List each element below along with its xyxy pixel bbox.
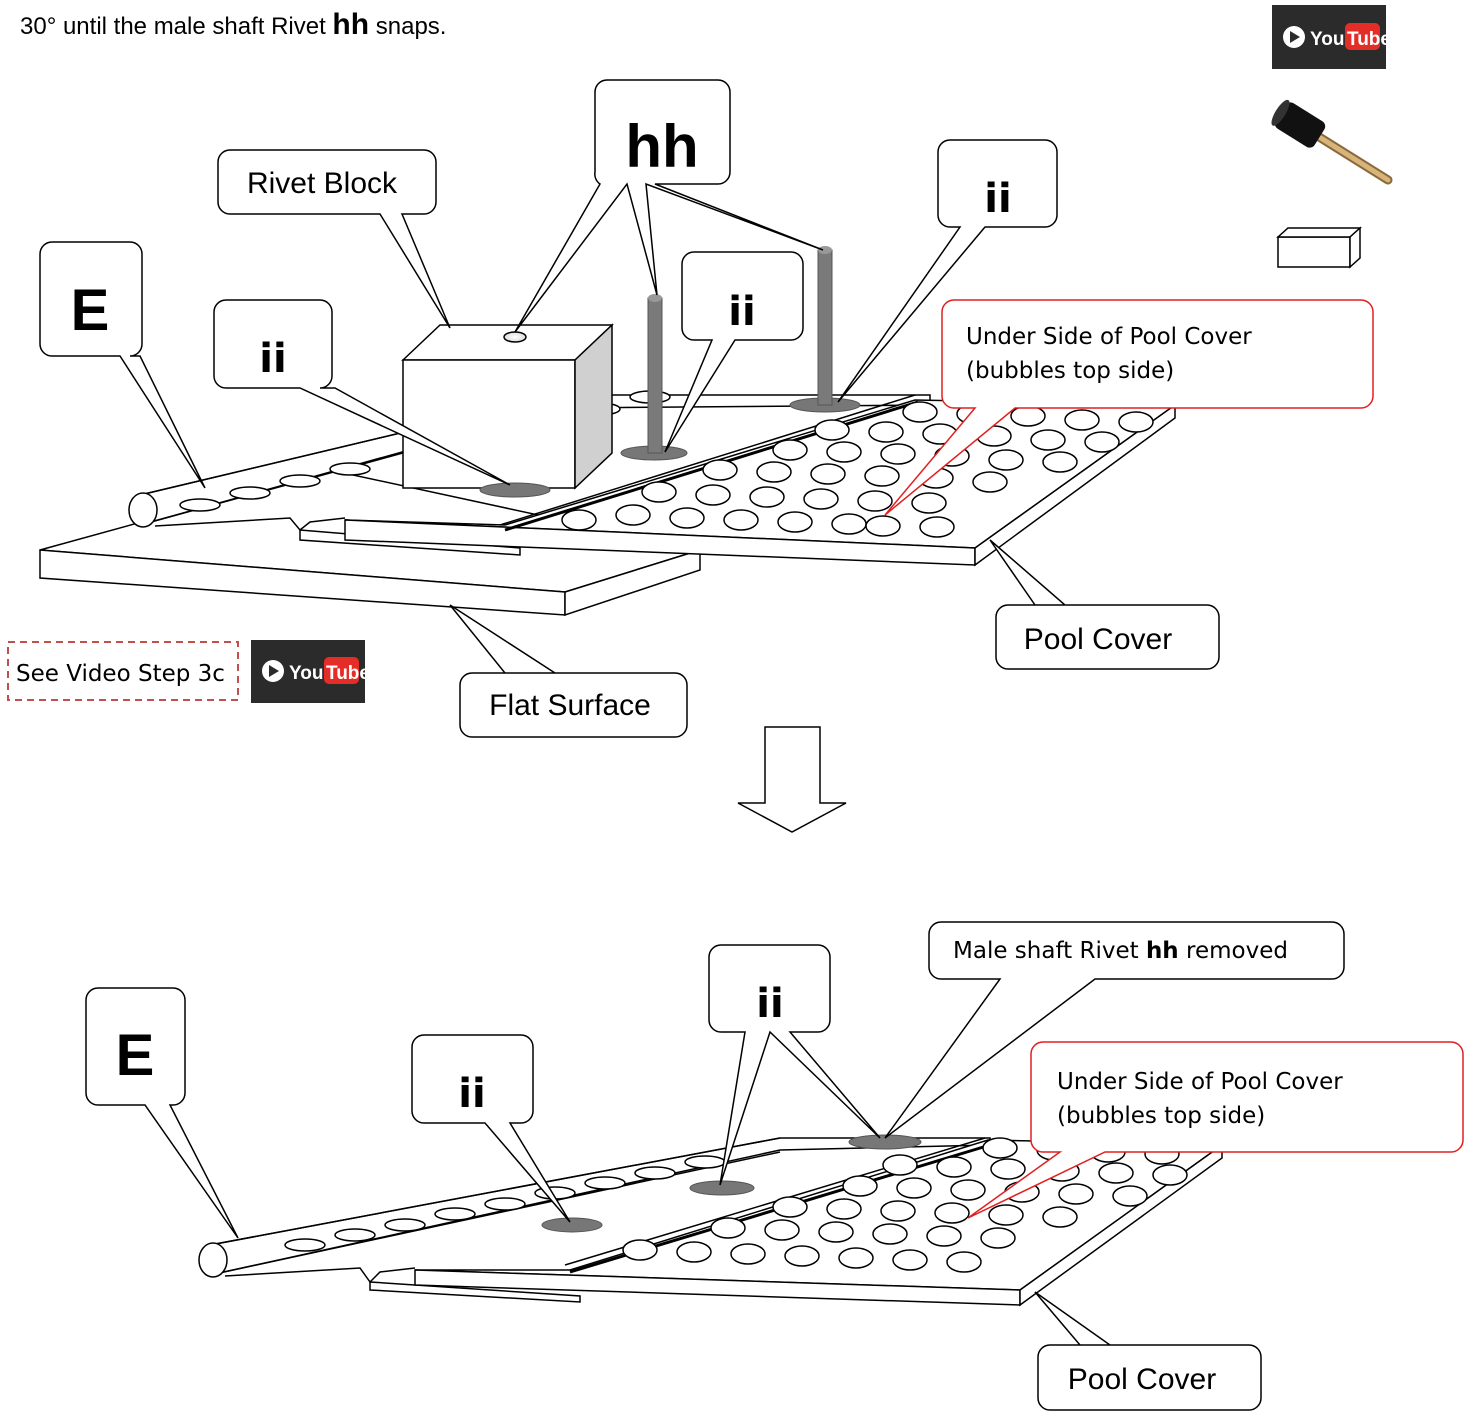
label-removed-pre: Male shaft Rivet [953, 938, 1146, 964]
callout-rivet-block: Rivet Block [217, 149, 451, 329]
see-video-text: See Video Step 3c [16, 661, 225, 687]
rivet-hole [503, 331, 527, 343]
callout-e-top: E [39, 241, 206, 489]
callout-ii-left-bottom: ii [411, 1034, 571, 1223]
rivet-block-icon [1276, 226, 1362, 269]
callout-ii-mid-bottom: ii [708, 944, 881, 1186]
instruction-post: snaps. [369, 13, 447, 40]
callout-e-bottom: E [85, 987, 239, 1239]
label-removed: Male shaft Rivet hh removed [953, 938, 1288, 964]
callout-ii-right-top: ii [837, 139, 1058, 403]
youtube-badge-top[interactable]: You Tube [1272, 5, 1391, 69]
label-rivet-block: Rivet Block [247, 167, 398, 200]
label-underside-top-line2: (bubbles top side) [966, 358, 1174, 384]
youtube-tube-text: Tube [326, 663, 370, 684]
rivet-shaft-right [789, 246, 861, 413]
label-underside-top-line1: Under Side of Pool Cover [966, 324, 1252, 350]
callout-pool-cover-top: Pool Cover [989, 539, 1220, 670]
rivet-shaft-mid [620, 294, 688, 461]
mallet-icon [1271, 99, 1393, 185]
callout-flat-surface: Flat Surface [449, 604, 688, 738]
instruction-text: 30° until the male shaft Rivet hh snaps. [20, 8, 446, 42]
pool-cover-bottom [414, 1137, 1225, 1307]
rivet-block [401, 323, 614, 490]
label-pool-cover-bottom: Pool Cover [1068, 1363, 1216, 1396]
rivet-base-left [479, 482, 551, 498]
callout-ii-mid-top: ii [664, 251, 804, 453]
rivet-base-bottom-right [848, 1134, 922, 1150]
down-arrow-icon [737, 726, 847, 833]
label-removed-post: removed [1179, 938, 1288, 964]
label-ii-mid-bottom: ii [756, 981, 783, 1027]
callout-hh: hh [514, 79, 824, 333]
callout-pool-cover-bottom: Pool Cover [1034, 1291, 1262, 1411]
see-video-link[interactable]: See Video Step 3c [7, 641, 239, 701]
label-underside-bottom-line1: Under Side of Pool Cover [1057, 1069, 1343, 1095]
rivet-base-bottom-mid [689, 1180, 755, 1196]
rivet-base-bottom-left [541, 1217, 603, 1233]
label-flat-surface: Flat Surface [489, 689, 651, 722]
label-e-top: E [71, 278, 110, 343]
callout-underside-bottom: Under Side of Pool Cover (bubbles top si… [967, 1041, 1464, 1219]
instruction-bold: hh [332, 8, 370, 41]
label-ii-left-bottom: ii [458, 1071, 485, 1117]
instruction-pre: 30° until the male shaft Rivet [20, 13, 333, 40]
youtube-tube-text: Tube [1347, 29, 1391, 50]
youtube-badge-video[interactable]: You Tube [251, 640, 370, 703]
label-ii-right-top: ii [984, 176, 1011, 222]
label-underside-bottom-line2: (bubbles top side) [1057, 1103, 1265, 1129]
label-pool-cover-top: Pool Cover [1024, 623, 1172, 656]
label-e-bottom: E [116, 1023, 155, 1088]
youtube-you-text: You [1310, 29, 1344, 50]
label-ii-left-top: ii [259, 336, 286, 382]
callout-removed: Male shaft Rivet hh removed [884, 921, 1345, 1139]
label-hh: hh [625, 113, 698, 180]
youtube-you-text: You [289, 663, 323, 684]
label-removed-bold: hh [1146, 938, 1179, 964]
callout-underside-top: Under Side of Pool Cover (bubbles top si… [884, 299, 1374, 516]
callout-ii-left-top: ii [213, 299, 511, 486]
label-ii-mid-top: ii [728, 289, 755, 335]
